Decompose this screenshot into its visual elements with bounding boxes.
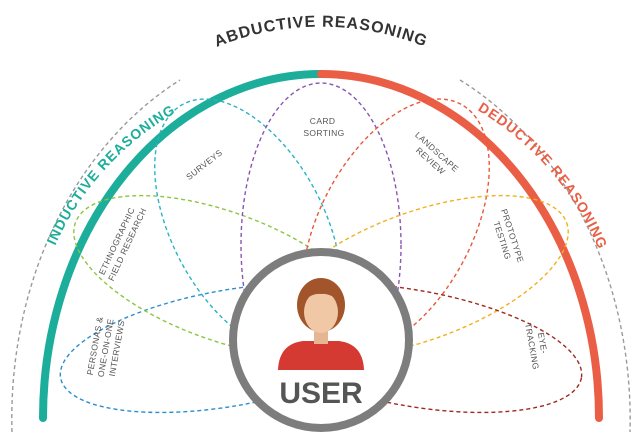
ethnographic-label: ETHNOGRAPHIC FIELD RESEARCH: [96, 202, 149, 283]
user-avatar-icon: [278, 278, 364, 370]
eye-tracking-label: EYE- TRACKING: [523, 320, 552, 370]
outer-dashed-arc-right: [459, 79, 631, 433]
eye-tracking-ellipse: [241, 282, 583, 414]
abductive-label: ABDUCTIVE REASONING: [212, 14, 430, 51]
surveys-label: SURVEYS: [184, 147, 224, 182]
landscape-review-label: LANDSCAPE REVIEW: [406, 130, 463, 184]
inductive-arc: [39, 70, 325, 422]
inductive-label: INDUCTIVE REASONING: [43, 101, 178, 247]
user-node: USER: [229, 248, 413, 432]
card-sorting-ellipse: [240, 82, 402, 408]
deductive-arc: [317, 70, 603, 422]
personas-label: PERSONAS & ONE-ON-ONE INTERVIEWS: [85, 313, 127, 380]
outer-dashed-arc-left: [11, 79, 181, 433]
user-face: [304, 291, 338, 333]
card-sorting-label: CARD SORTING: [303, 116, 344, 138]
user-fringe: [302, 283, 341, 304]
user-shirt: [278, 341, 364, 370]
user-label: USER: [279, 377, 363, 410]
prototype-testing-label: PROTOTYPE TESTING: [489, 208, 527, 270]
